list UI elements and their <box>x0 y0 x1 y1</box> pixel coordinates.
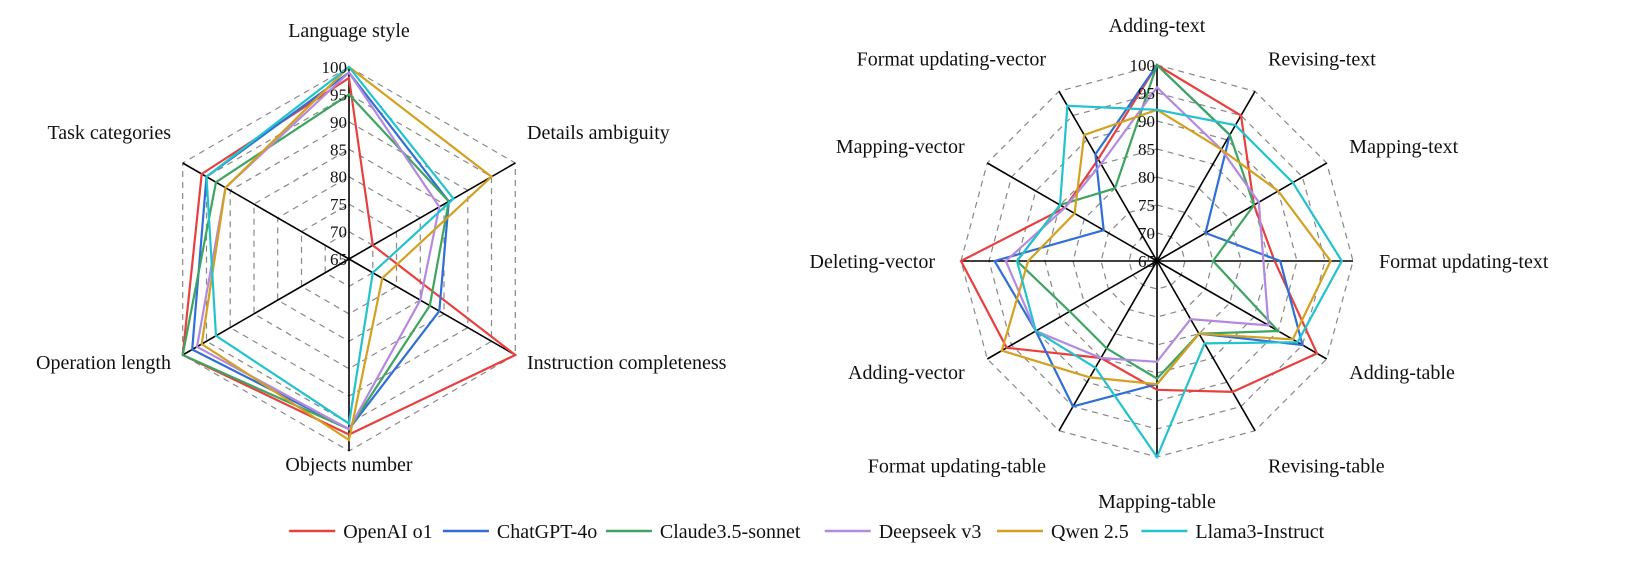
axis-label-adding-text: Adding-text <box>1109 15 1206 37</box>
radial-tick-labels: 65 70 75 80 85 90 95 100 <box>322 58 348 269</box>
axis-label-format-updating-vector: Format updating-vector <box>857 49 1047 71</box>
legend-label: OpenAI o1 <box>343 521 432 543</box>
axis-label-format-updating-table: Format updating-table <box>868 455 1046 477</box>
series-claude3-5-sonnet <box>181 92 450 431</box>
tick-label-70: 70 <box>330 223 347 242</box>
series-qwen-2-5 <box>200 65 494 442</box>
tick-label-100: 100 <box>1130 56 1156 75</box>
axis-label-language-style: Language style <box>288 20 410 42</box>
radar-series <box>959 63 1344 460</box>
tick-label-75: 75 <box>1138 196 1155 215</box>
axis-spoke-revising-text <box>1156 90 1256 262</box>
axis-spoke-format-updating-table <box>1058 260 1158 432</box>
axis-label-mapping-text: Mapping-text <box>1349 136 1458 158</box>
legend-item-llama3-instruct: Llama3-Instruct <box>1141 521 1325 543</box>
tick-label-65: 65 <box>330 250 347 269</box>
axis-label-format-updating-text: Format updating-text <box>1379 251 1549 273</box>
axis-label-deleting-vector: Deleting-vector <box>810 251 936 273</box>
tick-label-85: 85 <box>1138 140 1155 159</box>
axis-labels: Adding-textRevising-textMapping-textForm… <box>810 15 1549 513</box>
axis-spoke-instruction-completeness <box>348 258 516 356</box>
tick-label-75: 75 <box>330 195 347 214</box>
legend-label: Qwen 2.5 <box>1051 521 1129 543</box>
legend-item-deepseek-v3: Deepseek v3 <box>824 521 982 543</box>
radar-series <box>181 65 518 442</box>
tick-label-95: 95 <box>330 85 347 104</box>
axis-label-adding-vector: Adding-vector <box>848 362 965 384</box>
axis-spoke-format-updating-vector <box>1058 90 1158 262</box>
axis-label-details-ambiguity: Details ambiguity <box>527 122 670 144</box>
axis-label-revising-table: Revising-table <box>1268 455 1385 477</box>
axis-spoke-adding-vector <box>986 260 1158 360</box>
tick-label-80: 80 <box>1138 168 1155 187</box>
series-qwen-2-5 <box>1000 108 1332 386</box>
legend-item-claude3-5-sonnet: Claude3.5-sonnet <box>605 521 801 543</box>
radar-chart-right: 65 70 75 80 85 90 95 100 Adding-textRevising-tex… <box>810 15 1549 513</box>
legend-item-qwen-2-5: Qwen 2.5 <box>997 521 1129 543</box>
tick-label-95: 95 <box>1138 84 1155 103</box>
axis-spoke-mapping-vector <box>986 162 1158 262</box>
axis-label-operation-length: Operation length <box>36 352 171 374</box>
legend-item-openai-o1: OpenAI o1 <box>289 521 433 543</box>
axis-label-adding-table: Adding-table <box>1349 362 1455 384</box>
series-deepseek-v3 <box>195 70 441 431</box>
axis-spoke-revising-table <box>1156 260 1256 432</box>
radar-grid <box>960 64 1354 458</box>
tick-label-90: 90 <box>1138 112 1155 131</box>
axis-spoke-operation-length <box>182 258 350 356</box>
series-openai-o1 <box>181 76 518 436</box>
legend-label: Llama3-Instruct <box>1195 521 1324 543</box>
radar-grid <box>182 66 516 452</box>
axis-label-revising-text: Revising-text <box>1268 49 1376 71</box>
axis-label-objects-number: Objects number <box>285 454 413 476</box>
series-llama3-instruct <box>1015 104 1344 460</box>
legend-item-chatgpt-4o: ChatGPT-4o <box>442 521 597 543</box>
axis-spoke-task-categories <box>182 162 350 260</box>
tick-label-65: 65 <box>1138 252 1155 271</box>
series-deepseek-v3 <box>1004 85 1270 363</box>
axis-spoke-mapping-text <box>1156 162 1328 262</box>
tick-label-90: 90 <box>330 113 347 132</box>
tick-label-100: 100 <box>322 58 348 77</box>
axis-label-instruction-completeness: Instruction completeness <box>527 352 727 374</box>
legend-label: Deepseek v3 <box>879 521 982 543</box>
series-llama3-instruct <box>205 65 455 426</box>
legend: OpenAI o1 ChatGPT-4o Claude3.5-sonnet Deeps… <box>289 521 1325 543</box>
legend-label: ChatGPT-4o <box>497 521 597 543</box>
tick-label-80: 80 <box>330 168 347 187</box>
tick-label-85: 85 <box>330 140 347 159</box>
tick-label-70: 70 <box>1138 224 1155 243</box>
axis-label-mapping-table: Mapping-table <box>1098 491 1216 513</box>
axis-label-mapping-vector: Mapping-vector <box>836 136 965 158</box>
legend-label: Claude3.5-sonnet <box>660 521 801 543</box>
axis-label-task-categories: Task categories <box>47 122 171 144</box>
radial-tick-labels: 65 70 75 80 85 90 95 100 <box>1130 56 1156 271</box>
